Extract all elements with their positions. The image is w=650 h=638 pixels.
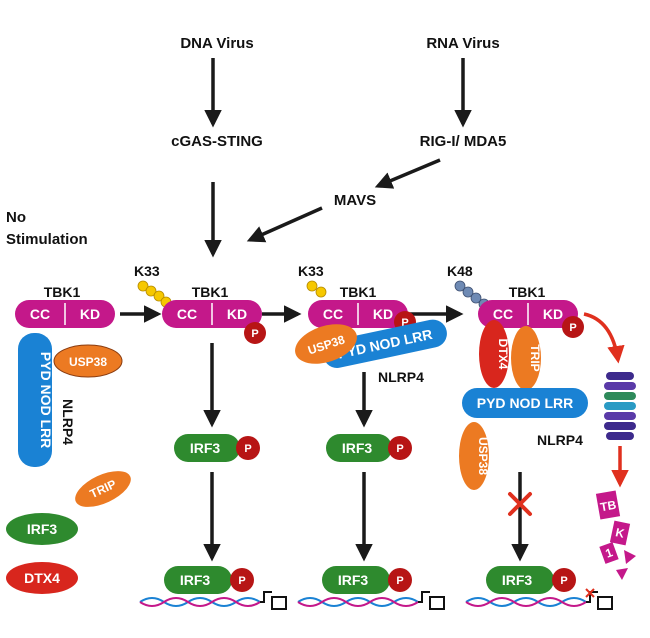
degradation-arrow [583, 312, 625, 364]
svg-text:PYD NOD LRR: PYD NOD LRR [38, 352, 54, 448]
svg-text:TRIP: TRIP [528, 344, 542, 371]
panel-k33-activation: K33 TBK1 CC KD P IRF3 P [134, 263, 266, 562]
svg-text:K: K [614, 525, 626, 541]
svg-text:KD: KD [373, 306, 393, 322]
irf3-protein [6, 513, 78, 545]
arrow-mavs-to-tbk1 [246, 206, 323, 243]
svg-text:TBK1: TBK1 [509, 284, 546, 300]
cgas-sting-label: cGAS-STING [171, 133, 263, 150]
panel-k48-degradation: K48 TBK1 CC KD P DTX4 TRIP PYD NOD LRR N… [447, 263, 636, 580]
svg-text:CC: CC [177, 306, 197, 322]
svg-text:DTX4: DTX4 [496, 339, 510, 370]
svg-text:IRF3: IRF3 [180, 572, 211, 588]
svg-text:P: P [569, 322, 576, 334]
rig-mda5-label: RIG-I/ MDA5 [420, 133, 507, 150]
proteasome-icon [604, 372, 636, 440]
block-x-mark [508, 492, 532, 516]
svg-text:NLRP4: NLRP4 [537, 432, 583, 448]
svg-text:PYD NOD LRR: PYD NOD LRR [477, 395, 573, 411]
svg-text:P: P [560, 575, 567, 587]
nlrp4-horizontal [323, 319, 447, 368]
nlrp4-panel4 [462, 388, 588, 418]
usp38-protein [53, 344, 123, 378]
svg-text:K48: K48 [447, 263, 473, 279]
svg-text:IRF3: IRF3 [190, 440, 221, 456]
nlrp4-label: NLRP4 [60, 399, 76, 445]
kd-domain: KD [80, 306, 100, 322]
svg-text:IRF3: IRF3 [338, 572, 369, 588]
dtx4-protein [6, 562, 78, 594]
svg-text:1: 1 [603, 545, 614, 561]
svg-text:KD: KD [227, 306, 247, 322]
svg-text:P: P [396, 575, 403, 587]
k48-ubiquitin-chain [454, 280, 490, 310]
svg-text:IRF3: IRF3 [502, 572, 533, 588]
svg-text:PYD NOD LRR: PYD NOD LRR [336, 326, 434, 362]
svg-text:NLRP4: NLRP4 [378, 369, 424, 385]
svg-text:TBK1: TBK1 [192, 284, 229, 300]
nlrp4-vertical [18, 333, 52, 467]
usp38-bound [295, 324, 357, 364]
phospho-p [244, 322, 266, 344]
svg-text:IRF3: IRF3 [342, 440, 373, 456]
top-arrows [204, 58, 472, 258]
svg-text:K33: K33 [298, 263, 324, 279]
svg-text:CC: CC [493, 306, 513, 322]
svg-text:DTX4: DTX4 [24, 570, 60, 586]
trip-protein [75, 471, 131, 507]
svg-text:CC: CC [323, 306, 343, 322]
rna-virus-label: RNA Virus [426, 35, 499, 52]
svg-text:TB: TB [599, 498, 618, 515]
svg-text:IRF3: IRF3 [27, 521, 58, 537]
degraded-tbk1-fragments: TB K 1 [595, 490, 636, 580]
usp38-vertical [459, 422, 489, 490]
panel-nlrp4-recruited: K33 TBK1 CC KD P PYD NOD LRR USP38 NLRP4… [295, 263, 447, 562]
svg-text:P: P [401, 317, 408, 329]
svg-text:USP38: USP38 [69, 355, 107, 369]
arrow-rig-to-mavs [374, 158, 441, 189]
no-stimulation-line2: Stimulation [6, 231, 88, 248]
dtx4-bound [479, 320, 509, 388]
tbk1-label: TBK1 [44, 284, 81, 300]
k33-label: K33 [134, 263, 160, 279]
svg-text:KD: KD [543, 306, 563, 322]
panel-no-stimulation: TBK1 CC KD PYD NOD LRR NLRP4 USP38 TRIP … [6, 284, 131, 594]
cc-domain: CC [30, 306, 50, 322]
svg-text:P: P [238, 575, 245, 587]
svg-text:P: P [251, 328, 258, 340]
svg-text:USP38: USP38 [476, 437, 490, 475]
irf3-phospho [174, 434, 240, 462]
trip-bound [511, 326, 541, 390]
dna-virus-label: DNA Virus [180, 35, 253, 52]
svg-text:TBK1: TBK1 [340, 284, 377, 300]
dna-irf3-row: IRF3 P IRF3 P IRF3 P [139, 566, 613, 610]
svg-text:P: P [244, 443, 251, 455]
svg-text:P: P [396, 443, 403, 455]
no-stimulation-line1: No [6, 209, 26, 226]
mavs-label: MAVS [334, 192, 376, 209]
